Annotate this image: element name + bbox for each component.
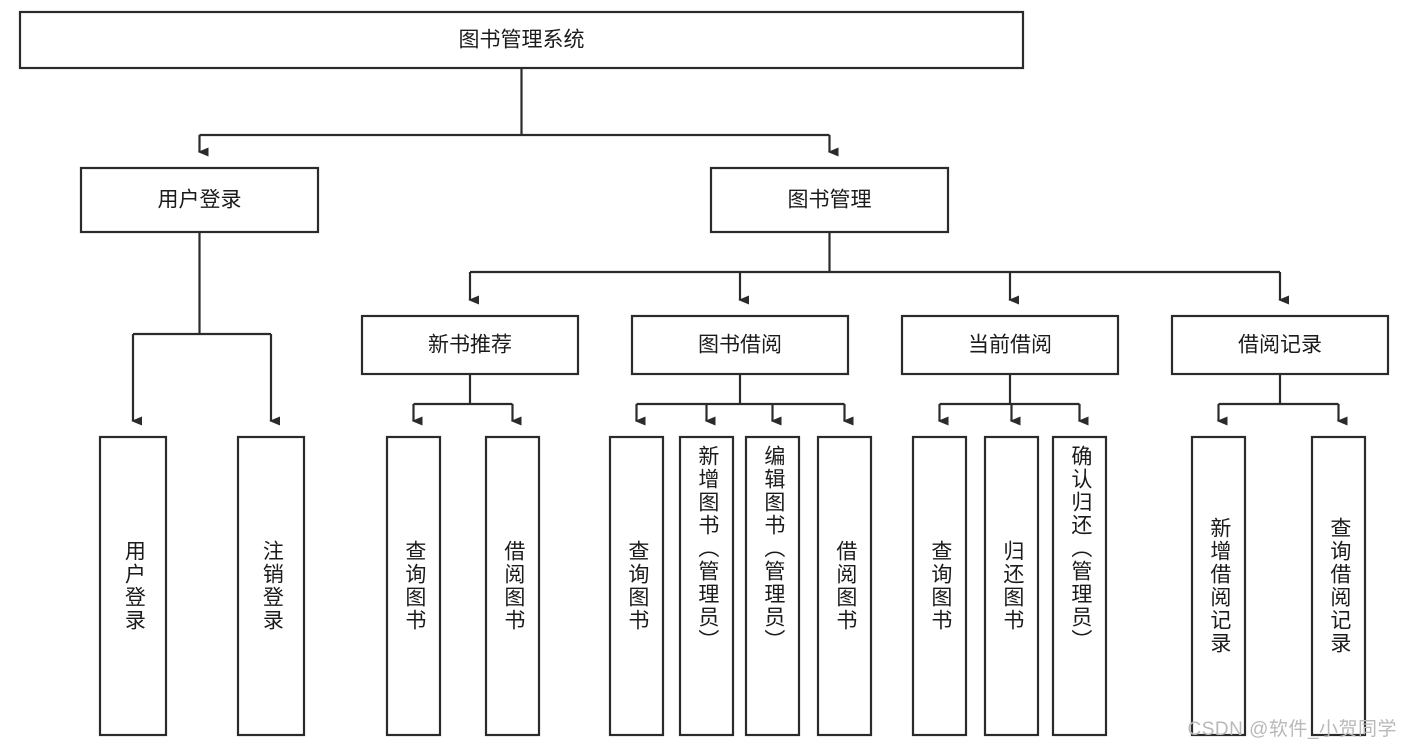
leaf-node-layer bbox=[98, 435, 1367, 737]
node-root-label: 图书管理系统 bbox=[459, 29, 585, 52]
node-new-book-recommend-box[interactable] bbox=[360, 314, 580, 376]
node-leaf-query-book-borrow-box[interactable] bbox=[608, 435, 665, 737]
csdn-watermark: CSDN @软件_小贺同学 bbox=[1187, 719, 1397, 740]
edge-layer bbox=[131, 68, 1348, 426]
node-borrow-records[interactable]: 借阅记录 bbox=[1170, 314, 1390, 376]
node-user-login[interactable]: 用户登录 bbox=[79, 166, 320, 234]
node-layer: 图书管理系统 用户登录 图书管理 新书推荐 图书借阅 当前借阅 借阅记录 bbox=[18, 10, 1390, 737]
node-book-management[interactable]: 图书管理 bbox=[709, 166, 950, 234]
node-borrow-records-box[interactable] bbox=[1170, 314, 1390, 376]
node-leaf-edit-book-admin-box[interactable] bbox=[744, 435, 801, 737]
node-current-borrow-label: 当前借阅 bbox=[968, 334, 1052, 357]
node-current-borrow-box[interactable] bbox=[900, 314, 1120, 376]
node-book-borrow-box[interactable] bbox=[630, 314, 850, 376]
node-root-box[interactable] bbox=[18, 10, 1025, 70]
node-user-login-box[interactable] bbox=[79, 166, 320, 234]
node-user-login-label: 用户登录 bbox=[158, 189, 242, 212]
node-leaf-add-book-admin-box[interactable] bbox=[678, 435, 735, 737]
node-book-borrow-label: 图书借阅 bbox=[698, 334, 782, 357]
node-leaf-logout-box[interactable] bbox=[236, 435, 306, 737]
node-book-borrow[interactable]: 图书借阅 bbox=[630, 314, 850, 376]
node-leaf-return-book-box[interactable] bbox=[983, 435, 1040, 737]
node-book-management-box[interactable] bbox=[709, 166, 950, 234]
node-book-management-label: 图书管理 bbox=[788, 189, 872, 212]
node-leaf-user-login-box[interactable] bbox=[98, 435, 168, 737]
node-leaf-borrow-book-recommend-box[interactable] bbox=[484, 435, 541, 737]
node-root[interactable]: 图书管理系统 bbox=[18, 10, 1025, 70]
node-leaf-query-book-current-box[interactable] bbox=[911, 435, 968, 737]
node-leaf-borrow-book-box[interactable] bbox=[816, 435, 873, 737]
node-leaf-query-book-recommend-box[interactable] bbox=[385, 435, 442, 737]
node-leaf-confirm-return-admin-box[interactable] bbox=[1051, 435, 1108, 737]
node-new-book-recommend-label: 新书推荐 bbox=[428, 334, 512, 357]
node-current-borrow[interactable]: 当前借阅 bbox=[900, 314, 1120, 376]
node-leaf-query-borrow-record-box[interactable] bbox=[1310, 435, 1367, 737]
node-new-book-recommend[interactable]: 新书推荐 bbox=[360, 314, 580, 376]
node-leaf-add-borrow-record-box[interactable] bbox=[1190, 435, 1247, 737]
node-borrow-records-label: 借阅记录 bbox=[1238, 334, 1322, 357]
